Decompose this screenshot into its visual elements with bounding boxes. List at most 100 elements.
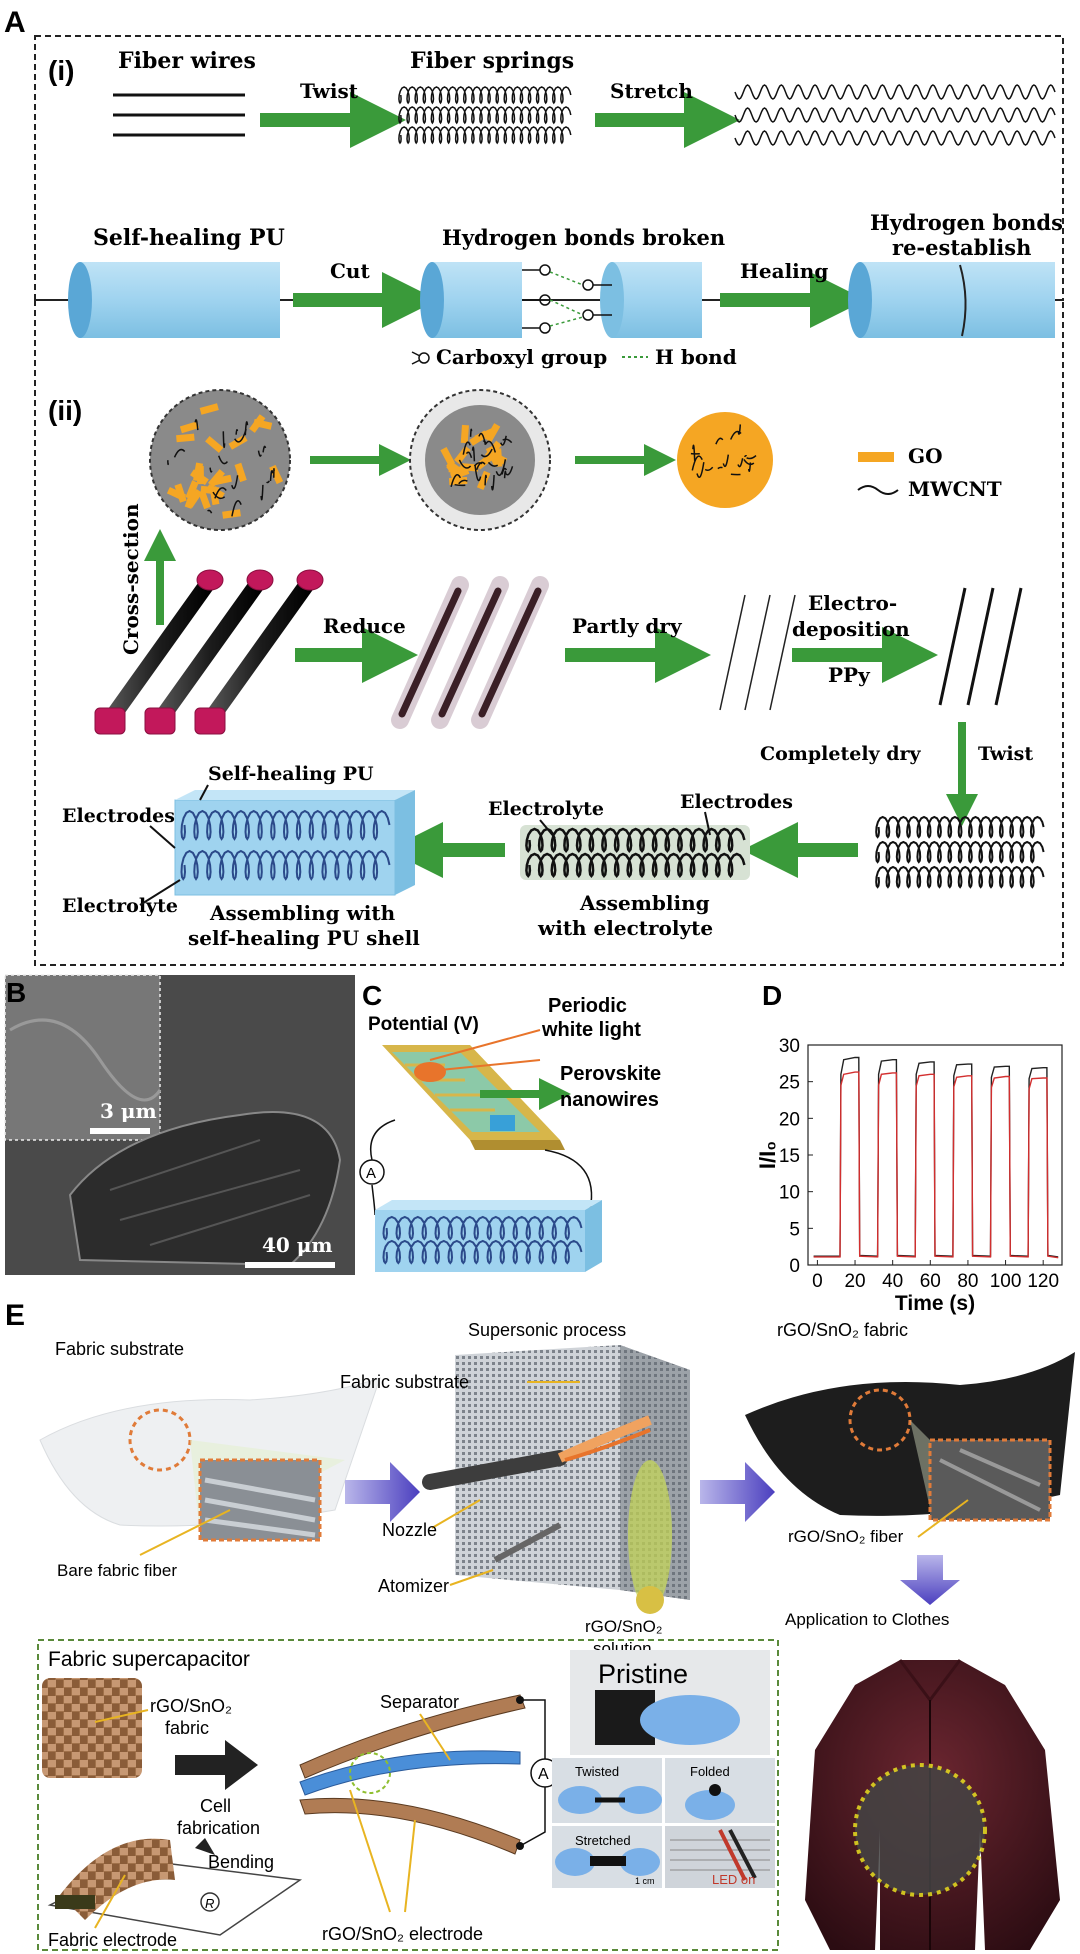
nozzle-pointer — [431, 1499, 481, 1529]
pu-cylinder — [68, 262, 280, 338]
led-on-label: LED on — [712, 1872, 755, 1887]
separator-pointer — [419, 1713, 451, 1761]
cross-section-2 — [409, 389, 551, 531]
assembling-shell-label-1: Assembling with — [209, 901, 396, 925]
ammeter-circle — [359, 1159, 385, 1185]
panel-a-i-box — [34, 35, 1064, 301]
photodetector-pu-device — [375, 1200, 602, 1272]
x-tick-label: 80 — [957, 1271, 978, 1292]
supersonic-label: Supersonic process — [468, 1320, 626, 1340]
h-bonds-re-label-2: re-establish — [892, 235, 1031, 260]
fabric-supercap-box — [37, 1639, 779, 1951]
assembling-electrolyte-label-1: Assembling — [579, 891, 710, 915]
rgo-fabric-pointer — [94, 1709, 149, 1723]
cs3-content — [690, 424, 757, 478]
twisted-photo — [552, 1758, 662, 1823]
fabric-substrate-label: Fabric substrate — [55, 1339, 184, 1359]
shell-pu-label: Self-healing PU — [208, 763, 374, 785]
periodic-light-label-2: white light — [541, 1019, 641, 1041]
potential-label: Potential (V) — [368, 1014, 479, 1035]
electrode-pointer-2 — [404, 1819, 416, 1913]
healed-cylinder — [848, 262, 1055, 338]
x-tick-label: 20 — [844, 1271, 865, 1292]
fiber-springs-label: Fiber springs — [410, 48, 574, 74]
mwcnt-legend-line — [857, 485, 899, 495]
supercap-cell — [299, 1694, 546, 1855]
y-tick-label: 10 — [779, 1183, 800, 1204]
ammeter-label-e: A — [538, 1766, 549, 1783]
stretched-photo — [552, 1826, 662, 1888]
bare-fiber-pointer — [139, 1509, 231, 1556]
panel-a-ii-box — [34, 299, 1064, 966]
x-tick-label: 120 — [1027, 1271, 1059, 1292]
separator-label: Separator — [380, 1692, 459, 1712]
y-tick-label: 25 — [779, 1073, 800, 1094]
partly-dry-fibers — [719, 594, 796, 711]
fabric-electrode-pointer — [94, 1874, 126, 1929]
folded-photo — [665, 1758, 775, 1823]
reduced-fibers — [391, 576, 549, 729]
completely-dry-label: Completely dry — [760, 743, 922, 765]
electrolyte-coated-fibers — [520, 825, 750, 880]
stretch-label: Stretch — [610, 79, 693, 103]
cell-fab-label-2: fabrication — [177, 1818, 260, 1838]
h-bond-label: H bond — [655, 345, 737, 369]
woven-fabric — [42, 1678, 142, 1778]
stretched-label: Stretched — [575, 1833, 631, 1848]
nozzle-label: Nozzle — [382, 1520, 437, 1540]
series-line-0 — [813, 1056, 1059, 1258]
twist-label-ii: Twist — [978, 743, 1033, 765]
twisted-fibers — [875, 815, 1045, 889]
assembling-shell-label-2: self-healing PU shell — [188, 926, 420, 950]
stretched-springs — [734, 84, 1056, 146]
led-photo — [665, 1826, 775, 1888]
rgo-fabric-label-2: fabric — [165, 1718, 209, 1738]
electrodeposition-label-1: Electro- — [808, 591, 897, 615]
jacket — [805, 1659, 1060, 1950]
purple-arrow-2 — [700, 1462, 775, 1522]
fabric-substrate-2-label: Fabric substrate — [340, 1372, 469, 1392]
mwcnt-legend-label: MWCNT — [908, 477, 1002, 501]
y-axis-label: I/I₀ — [755, 1141, 780, 1169]
sem-image — [4, 974, 355, 1275]
rgo-electrode-label: rGO/SnO₂ electrode — [322, 1924, 483, 1944]
atomizer-label: Atomizer — [378, 1576, 449, 1596]
x-tick-label: 40 — [882, 1271, 903, 1292]
twisted-label: Twisted — [575, 1764, 619, 1779]
y-tick-label: 30 — [779, 1036, 800, 1057]
healing-label: Healing — [740, 259, 828, 283]
go-legend-swatch — [858, 452, 894, 462]
electrode-pointer-1 — [349, 1789, 391, 1913]
x-tick-label: 0 — [812, 1271, 823, 1292]
x-tick-label: 60 — [920, 1271, 941, 1292]
assembling-electrolyte-label-2: with electrolyte — [537, 916, 713, 940]
h-bonds-re-label-1: Hydrogen bonds — [870, 210, 1063, 235]
sem-main-scale: 40 μm — [262, 1233, 333, 1257]
h-bonds-broken-label: Hydrogen bonds broken — [442, 225, 725, 250]
rgo-fabric — [745, 1352, 1075, 1530]
rgo-solution-label-1: rGO/SnO₂ — [585, 1617, 662, 1636]
fiber-wires-label: Fiber wires — [118, 48, 256, 74]
bending-r-label: R — [205, 1896, 214, 1911]
cs2-content — [440, 423, 514, 491]
periodic-light-label-1: Periodic — [548, 995, 627, 1017]
folded-label: Folded — [690, 1764, 730, 1779]
ammeter-label-c: A — [366, 1165, 376, 1182]
gel-fibers — [94, 569, 324, 735]
fabric-electrode-bending — [47, 1838, 303, 1936]
section-i-label: (i) — [48, 55, 74, 86]
ppy-label: PPy — [828, 663, 871, 687]
shell-electrodes-label: Electrodes — [62, 805, 175, 827]
y-tick-label: 0 — [789, 1256, 800, 1277]
cell-fab-label-1: Cell — [200, 1796, 231, 1816]
rgo-fabric-label: rGO/SnO₂ fabric — [777, 1320, 908, 1340]
scale-1cm-label: 1 cm — [635, 1876, 655, 1886]
cross-section-1 — [149, 389, 291, 531]
fabric-electrode-label: Fabric electrode — [48, 1930, 177, 1950]
carboxyl-legend — [411, 351, 430, 365]
purple-arrow-down — [900, 1555, 960, 1605]
perovskite-label-1: Perovskite — [560, 1063, 661, 1085]
pristine-label: Pristine — [598, 1659, 688, 1689]
rgo-fiber-pointer — [917, 1499, 969, 1538]
